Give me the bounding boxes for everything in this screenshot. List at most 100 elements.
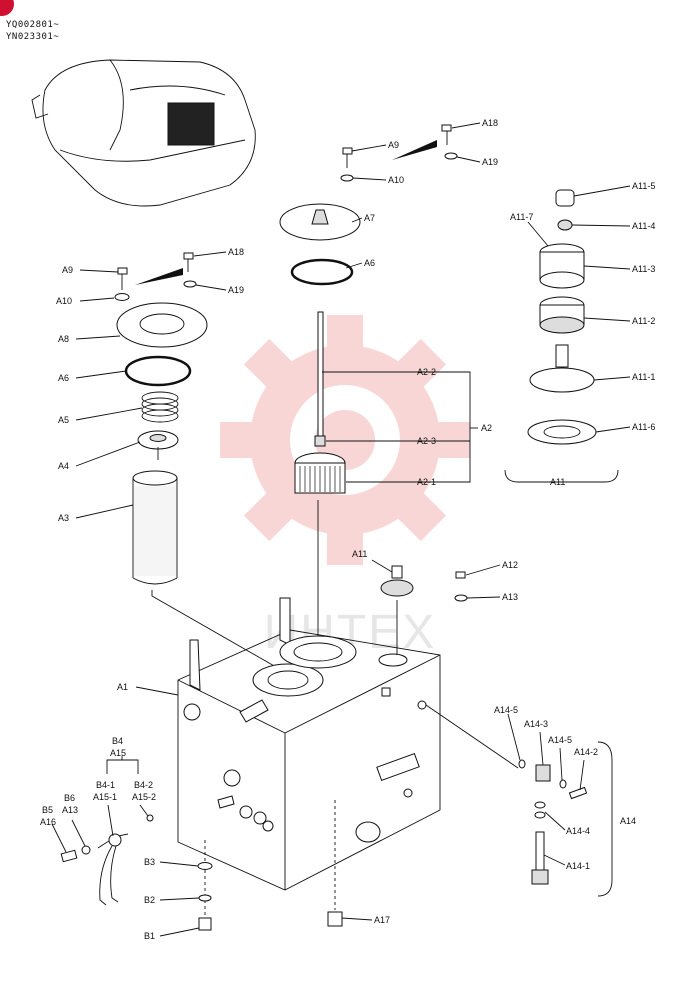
left-filter-assembly [114, 252, 291, 676]
bolt-a9-left [117, 267, 128, 275]
leader-lines [51, 122, 631, 937]
label-a2: A2 [481, 423, 492, 433]
label-a2-2: A2-2 [417, 367, 436, 377]
label-a10-left: A10 [56, 296, 72, 306]
label-a11-group: A11 [550, 477, 565, 487]
washer-a19-left [183, 280, 197, 288]
filter-element-a3 [132, 470, 178, 585]
port-left [183, 703, 201, 721]
breather-port [378, 653, 408, 667]
label-a14-5-left: A14-5 [494, 705, 518, 715]
block-a14-3 [535, 764, 551, 782]
label-a11-3: A11-3 [632, 264, 655, 274]
label-a18-left: A18 [228, 247, 244, 257]
label-a8: A8 [58, 334, 69, 344]
oring-a6-top [290, 258, 354, 286]
oring-a14-4-a [534, 801, 546, 809]
label-a7: A7 [364, 213, 375, 223]
bolt-a18-top [441, 124, 452, 132]
oring-a14-5-right [559, 779, 567, 789]
label-a11-mounted: A11 [352, 549, 367, 559]
label-a17: A17 [374, 915, 390, 925]
label-a5: A5 [58, 415, 69, 425]
washer-b3 [197, 862, 213, 870]
label-a14-2: A14-2 [574, 747, 598, 757]
label-a10-top: A10 [388, 175, 404, 185]
bolt-a18-left [183, 252, 194, 260]
bracket-top [279, 597, 291, 646]
oring-a14-4-b [534, 811, 546, 819]
label-a16: A16 [40, 817, 56, 827]
pipe-outlet [239, 699, 269, 723]
corner-logo-mark [0, 0, 14, 16]
label-a18-top: A18 [482, 118, 498, 128]
label-a4: A4 [58, 461, 69, 471]
label-b2: B2 [144, 895, 155, 905]
label-a11-2: A11-2 [632, 316, 655, 326]
strainer-assembly-a2 [294, 311, 478, 660]
label-a19-left: A19 [228, 285, 244, 295]
label-b6: B6 [64, 793, 75, 803]
label-a9-left: A9 [62, 265, 73, 275]
cap-a11-5 [555, 189, 575, 207]
label-a14-3: A14-3 [524, 719, 548, 729]
label-a14-5-right: A14-5 [548, 735, 572, 745]
top-cover-assembly [279, 124, 458, 286]
label-a11-1: A11-1 [632, 372, 655, 382]
machine-overview [31, 59, 256, 207]
label-a2-3: A2-3 [417, 436, 436, 446]
hydraulic-tank-a1 [177, 565, 468, 891]
or-arrow-left [135, 268, 183, 285]
suction-pipe-a14 [425, 704, 613, 897]
label-a11-7: A11-7 [510, 212, 533, 222]
label-a11-5: A11-5 [632, 181, 655, 191]
bracket-left [189, 639, 201, 691]
label-b1: B1 [144, 931, 155, 941]
label-a14-4: A14-4 [566, 826, 590, 836]
or-arrow-top [392, 140, 437, 160]
label-a15-1: A15-1 [93, 792, 117, 802]
label-b4: B4 [112, 736, 123, 746]
label-a14-1: A14-1 [566, 861, 590, 871]
label-a11-6: A11-6 [632, 422, 655, 432]
body-a11-1 [529, 367, 595, 393]
bolt-b5 [60, 849, 78, 863]
label-a13-top: A13 [502, 592, 518, 602]
breather-a11-mounted [391, 565, 403, 579]
washer-a13-top [454, 594, 468, 602]
bolt-a14-2 [568, 786, 588, 800]
hydraulic-tank-location [167, 102, 215, 146]
serial-range-2: YN023301~ [6, 32, 60, 42]
label-b3: B3 [144, 857, 155, 867]
label-a12: A12 [502, 560, 518, 570]
nut-a2-3 [314, 435, 326, 447]
label-a15-2: A15-2 [132, 792, 156, 802]
sight-bracket [376, 752, 420, 782]
washer-a10-left [114, 293, 130, 301]
washer-a10-top [340, 174, 354, 182]
label-b4-1: B4-1 [96, 780, 115, 790]
serial-range-1: YQ002801~ [6, 20, 60, 30]
pipe-a14-1 [535, 831, 545, 875]
label-b5: B5 [42, 805, 53, 815]
callout-labels: A9 A10 A18 A19 A8 A6 A5 A4 A3 A9 A10 A18… [40, 118, 655, 941]
drain-port [355, 821, 381, 843]
breather-assembly-a11 [504, 189, 619, 483]
label-b4-2: B4-2 [134, 780, 153, 790]
label-a19-top: A19 [482, 157, 498, 167]
bolt-a9-top [342, 147, 353, 155]
label-a6-left: A6 [58, 373, 69, 383]
label-a2-1: A2-1 [417, 477, 436, 487]
washer-a19-top [444, 152, 458, 160]
level-switch-b4 [60, 814, 154, 906]
spring-a5 [141, 391, 179, 423]
strainer-port [279, 635, 357, 669]
label-a14: A14 [620, 816, 636, 826]
nut-a11-4 [557, 219, 573, 231]
cover-a8 [116, 302, 208, 348]
label-a1: A1 [117, 682, 128, 692]
label-a13-left: A13 [62, 805, 78, 815]
filter-port [252, 663, 324, 697]
label-a6-top: A6 [364, 258, 375, 268]
drain-plug-a17 [327, 911, 343, 927]
